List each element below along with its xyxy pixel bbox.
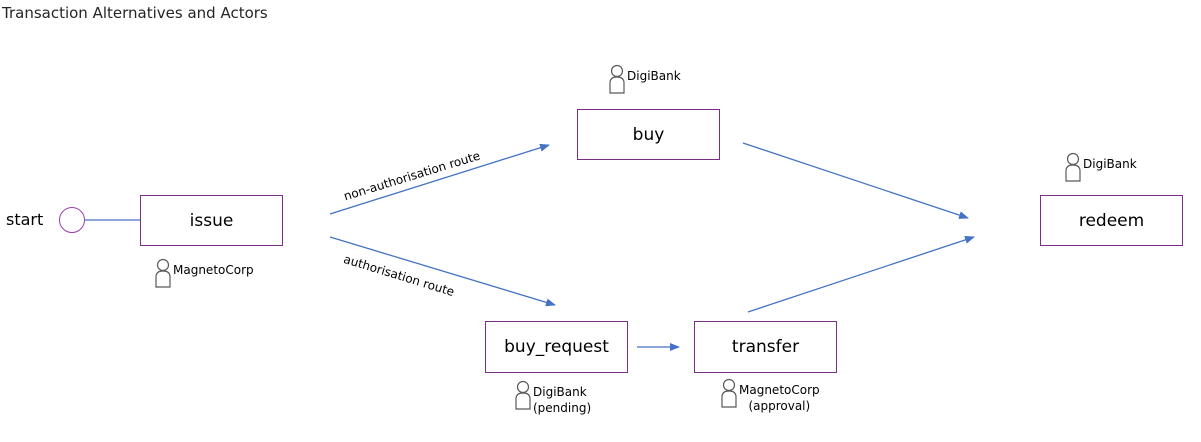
person-icon (609, 64, 625, 94)
arrow-issue-to-buy-request (329, 236, 556, 307)
actor-buy-request: DigiBank (pending) (514, 380, 591, 416)
node-buy[interactable]: buy (577, 109, 720, 160)
node-issue[interactable]: issue (140, 195, 283, 246)
actor-buy-request-org: DigiBank (533, 385, 587, 399)
actor-buy-request-note: (pending) (533, 401, 592, 415)
actor-buy-request-name: DigiBank (pending) (533, 384, 591, 416)
actor-redeem-name: DigiBank (1083, 157, 1137, 171)
arrow-transfer-to-redeem (747, 236, 975, 313)
start-node[interactable] (59, 207, 85, 233)
actor-transfer: MagnetoCorp (approval) (720, 378, 820, 414)
person-icon (515, 380, 531, 410)
person-icon (155, 258, 171, 288)
person-icon (1065, 152, 1081, 182)
actor-transfer-note: (approval) (748, 399, 811, 413)
diagram-title: Transaction Alternatives and Actors (2, 4, 268, 22)
actor-buy-name: DigiBank (627, 69, 681, 83)
person-icon (721, 378, 737, 408)
node-buy-request[interactable]: buy_request (485, 321, 628, 373)
actor-redeem: DigiBank (1064, 152, 1137, 182)
node-transfer[interactable]: transfer (694, 321, 837, 373)
actor-issue: MagnetoCorp (154, 258, 254, 288)
actor-issue-name: MagnetoCorp (173, 263, 254, 277)
start-label: start (6, 210, 44, 229)
node-redeem[interactable]: redeem (1040, 195, 1183, 246)
arrow-buy-to-redeem (742, 142, 969, 219)
actor-transfer-name: MagnetoCorp (approval) (739, 382, 820, 414)
arrow-issue-to-buy (329, 143, 550, 215)
actor-transfer-org: MagnetoCorp (739, 383, 820, 397)
actor-buy: DigiBank (608, 64, 681, 94)
